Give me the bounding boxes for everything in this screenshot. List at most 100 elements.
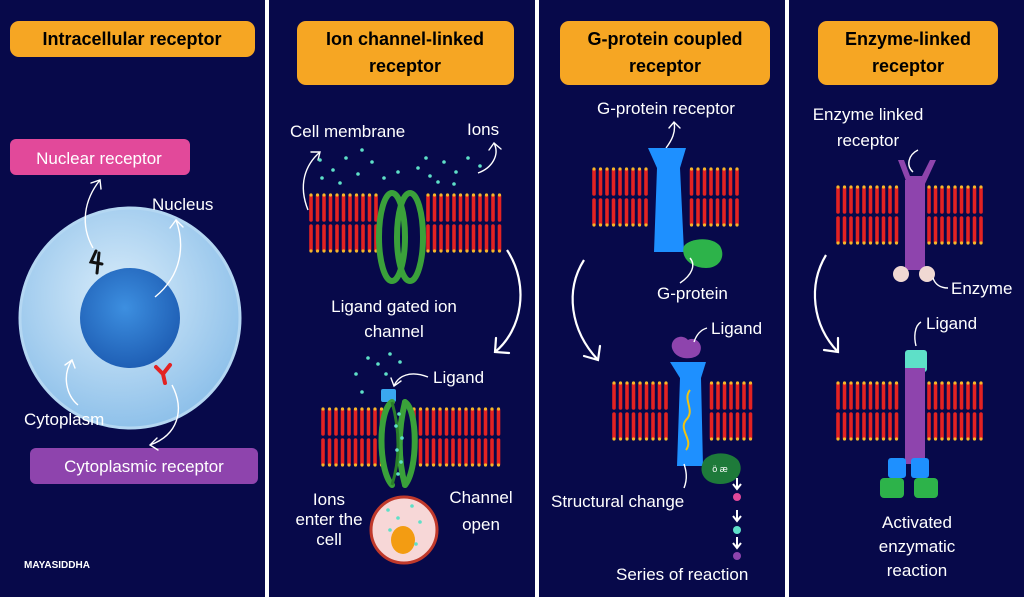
ions-mid-dots: [354, 352, 402, 394]
activated-label-1: Activated: [882, 513, 952, 532]
ions-enter-label-3: cell: [316, 530, 342, 549]
cytoplasm-arrow: [65, 359, 79, 406]
enzyme-linked-label-1: Enzyme linked: [813, 105, 924, 124]
gpcr-label-arrow: [665, 121, 676, 149]
nuclear-arrowhead: [90, 179, 102, 190]
enzyme-active-blue: [888, 458, 929, 478]
activated-label-3: reaction: [887, 561, 947, 580]
gpcr-transition-arrowhead: [582, 344, 602, 362]
g-protein-label: G-protein: [657, 284, 728, 303]
g-protein-receptor-top: [648, 148, 686, 252]
nucleus-label: Nucleus: [152, 195, 213, 214]
svg-text:Cytoplasmic receptor: Cytoplasmic receptor: [64, 457, 224, 476]
title-ion-channel: Ion channel-linked receptor: [297, 21, 514, 85]
enzyme-linked-arrow: [908, 149, 919, 173]
ion-ligand-arrow: [393, 373, 429, 387]
svg-text:Intracellular receptor: Intracellular receptor: [42, 29, 221, 49]
ion-ligand: [381, 389, 396, 402]
nucleus: [80, 268, 180, 368]
credit-label: MAYASIDDHA: [24, 560, 90, 571]
g-protein-receptor-active: [670, 362, 706, 466]
enzyme-transition-arrowhead: [822, 336, 840, 354]
ions-enter-label-2: enter the: [295, 510, 362, 529]
ions-top-arrow: [477, 142, 497, 174]
g-protein-active: [701, 453, 741, 484]
nucleus-arrow: [154, 219, 182, 298]
enzyme-top: [893, 266, 935, 282]
enzyme-membrane-top: [836, 185, 983, 245]
ion-ligand-label: Ligand: [433, 368, 484, 387]
target-cell: [369, 495, 439, 565]
channel-open-label-2: open: [462, 515, 500, 534]
enzyme-ligand-arrow: [914, 321, 922, 347]
cytoplasm-arrowhead: [64, 358, 76, 369]
activated-label-2: enzymatic: [879, 537, 956, 556]
series-of-reaction-label: Series of reaction: [616, 565, 748, 584]
enzyme-arrow: [932, 277, 949, 289]
ligand-gated-channel-open: [378, 399, 418, 488]
enzyme-ligand-label: Ligand: [926, 314, 977, 333]
enzyme-receptor-top: [898, 160, 936, 270]
ions-enter-label-1: Ions: [313, 490, 345, 509]
svg-text:receptor: receptor: [369, 56, 441, 76]
ion-transition-arrow: [494, 249, 522, 353]
ligand-gated-label-1: Ligand gated ion: [331, 297, 457, 316]
cytoplasmic-receptor-badge: Cytoplasmic receptor: [30, 448, 258, 484]
nucleus-arrowhead: [169, 218, 184, 229]
svg-text:G-protein coupled: G-protein coupled: [588, 29, 743, 49]
nuclear-arrow: [84, 179, 101, 249]
ion-membrane-bottom: [321, 407, 501, 467]
cell-membrane-arrow: [302, 151, 321, 211]
ion-membrane-top: [309, 193, 502, 253]
enzyme-ligand: [905, 350, 927, 372]
enzyme-transition-arrow: [813, 254, 839, 353]
ions-top-arrowhead: [488, 141, 502, 151]
gpcr-label-arrowhead: [668, 120, 681, 129]
nuclear-receptor-badge: Nuclear receptor: [10, 139, 190, 175]
ligand-gated-channel-closed: [376, 190, 426, 284]
enzyme-active-green: [880, 478, 938, 498]
cell-membrane-label: Cell membrane: [290, 122, 405, 141]
ions-in-channel-dots: [394, 412, 404, 476]
cytoplasmic-arrow: [149, 384, 179, 446]
reaction-cascade: [732, 478, 742, 560]
g-protein-active-glyphs: ö æ: [712, 464, 728, 474]
g-protein-top: [683, 239, 723, 268]
panel-gpcr-bg: [539, 0, 785, 597]
svg-text:receptor: receptor: [872, 56, 944, 76]
svg-text:Ion channel-linked: Ion channel-linked: [326, 29, 484, 49]
ion-transition-arrowhead: [493, 336, 511, 355]
nuclear-receptor-shape: [88, 249, 104, 275]
channel-open-label-1: Channel: [449, 488, 512, 507]
cytoplasm-label: Cytoplasm: [24, 410, 104, 429]
cell-membrane-arrowhead: [310, 151, 321, 161]
ion-ligand-arrowhead: [390, 377, 402, 388]
enzyme-receptor-active: [905, 368, 925, 464]
svg-text:Enzyme-linked: Enzyme-linked: [845, 29, 971, 49]
gpcr-membrane-bottom: [612, 381, 753, 441]
title-enzyme: Enzyme-linked receptor: [818, 21, 998, 85]
ions-top-label: Ions: [467, 120, 499, 139]
gpcr-transition-arrow: [571, 259, 599, 361]
cytoplasmic-receptor-shape: [154, 363, 172, 385]
enzyme-linked-label-2: receptor: [837, 131, 900, 150]
svg-text:Nuclear receptor: Nuclear receptor: [36, 149, 162, 168]
ions-in-cell-dots: [386, 504, 422, 546]
svg-text:receptor: receptor: [629, 56, 701, 76]
panel-enzyme-bg: [789, 0, 1024, 597]
gpcr-ligand: [671, 336, 701, 359]
gpcr-membrane-top: [592, 167, 739, 227]
structural-change-label: Structural change: [551, 492, 684, 511]
ligand-gated-label-2: channel: [364, 322, 424, 341]
title-gpcr: G-protein coupled receptor: [560, 21, 770, 85]
g-protein-arrow: [679, 257, 694, 284]
g-protein-receptor-label: G-protein receptor: [597, 99, 735, 118]
structural-change-arrow: [683, 463, 687, 489]
title-intracellular: Intracellular receptor: [10, 21, 255, 57]
gpcr-ligand-label: Ligand: [711, 319, 762, 338]
ions-top-dots: [318, 148, 482, 186]
enzyme-membrane-bottom: [836, 381, 983, 441]
cytoplasmic-arrowhead: [148, 437, 159, 451]
gpcr-ligand-arrow: [693, 327, 708, 343]
